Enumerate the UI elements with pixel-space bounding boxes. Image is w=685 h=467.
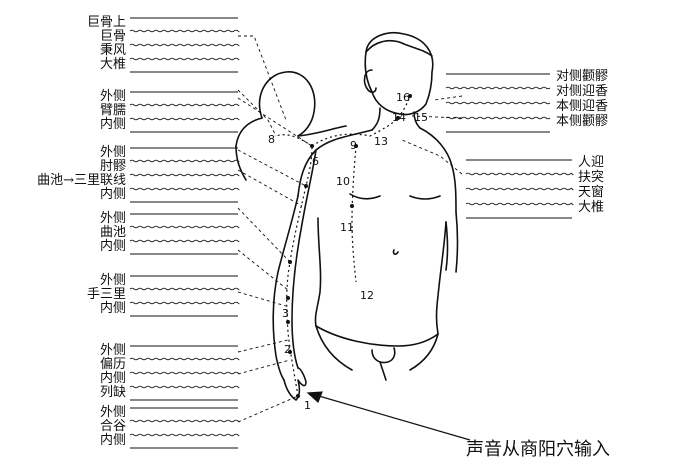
- meter-wave: [130, 226, 239, 228]
- point-number: 12: [360, 290, 374, 301]
- meter-wave: [466, 203, 573, 205]
- left-label: 内侧: [100, 302, 126, 316]
- left-label: 内侧: [100, 434, 126, 448]
- hip-left: [316, 326, 352, 370]
- meter-wave: [130, 188, 239, 190]
- meter-wave: [466, 173, 573, 175]
- right-arm-inner: [446, 222, 448, 270]
- meter-wave: [130, 288, 239, 290]
- meter-wave: [446, 87, 550, 89]
- left-label: 巨骨上: [87, 16, 126, 30]
- meridian-chest: [352, 146, 356, 282]
- right-label: 本侧迎香: [556, 100, 608, 114]
- left-label: 巨骨: [100, 30, 126, 44]
- left-label: 外侧: [100, 212, 126, 226]
- meter-wave: [130, 372, 239, 374]
- torso-left: [315, 218, 320, 326]
- point-number: 10: [336, 176, 350, 187]
- meridian-shoulder: [276, 135, 312, 146]
- left-label: 内侧: [100, 372, 126, 386]
- left-label: 臂臑: [100, 104, 126, 118]
- point-number: 1: [304, 400, 311, 411]
- point-number: 14: [392, 112, 406, 123]
- right-label: 扶突: [578, 171, 604, 185]
- point-number: 2: [284, 344, 291, 355]
- left-hand: [284, 368, 306, 400]
- point-number: 16: [396, 92, 410, 103]
- point-number: 9: [350, 140, 357, 151]
- torso-right: [437, 222, 447, 334]
- left-label: 列缺: [100, 386, 126, 400]
- meter-wave: [446, 117, 550, 119]
- left-label: 外侧: [100, 274, 126, 288]
- point-number: 11: [340, 222, 354, 233]
- left-label: 内侧: [100, 188, 126, 202]
- right-label: 天窗: [578, 186, 604, 200]
- genital: [372, 348, 395, 363]
- chest-line: [350, 194, 440, 199]
- right-label: 对侧迎香: [556, 85, 608, 99]
- meter-wave: [130, 44, 239, 46]
- meter-wave: [130, 174, 239, 176]
- right-label: 本侧颧髎: [556, 115, 608, 129]
- left-label: 肘髎: [100, 160, 126, 174]
- right-label: 对侧颧髎: [556, 70, 608, 84]
- left-label: 大椎: [100, 58, 126, 72]
- waist: [316, 326, 438, 346]
- point-number: 13: [374, 136, 388, 147]
- left-label: 合谷: [100, 420, 126, 434]
- caption-arrow-line: [312, 394, 470, 440]
- left-label: 曲池: [100, 226, 126, 240]
- hair: [366, 41, 432, 56]
- left-label: 手三里: [87, 288, 126, 302]
- meter-wave: [130, 104, 239, 106]
- meter-wave: [130, 358, 239, 360]
- left-label: 偏历: [100, 358, 126, 372]
- meter-wave: [130, 118, 239, 120]
- meter-wave: [130, 30, 239, 32]
- left-label: 外侧: [100, 344, 126, 358]
- point-number: 3: [282, 308, 289, 319]
- meter-wave: [130, 58, 239, 60]
- meter-wave: [446, 102, 550, 104]
- thigh-left: [380, 362, 386, 380]
- back-head-outline: [259, 72, 314, 136]
- left-label: 内侧: [100, 118, 126, 132]
- point-number: 8: [268, 134, 275, 145]
- caption: 声音从商阳穴输入: [466, 440, 610, 460]
- left-label: 曲池→三里联线: [37, 174, 126, 188]
- meter-wave: [130, 240, 239, 242]
- right-label: 人迎: [578, 156, 604, 170]
- left-label: 秉风: [100, 44, 126, 58]
- meter-wave: [466, 188, 573, 190]
- meter-wave: [130, 386, 239, 388]
- right-label: 大椎: [578, 201, 604, 215]
- navel: [393, 250, 398, 254]
- left-arm-inner: [292, 150, 316, 368]
- meter-wave: [130, 420, 239, 422]
- left-label: 外侧: [100, 406, 126, 420]
- meter-wave: [130, 160, 239, 162]
- left-label: 外侧: [100, 146, 126, 160]
- left-label: 内侧: [100, 240, 126, 254]
- meter-wave: [130, 434, 239, 436]
- point-number: 6: [312, 156, 319, 167]
- left-label: 外侧: [100, 90, 126, 104]
- point-number: 15: [414, 112, 428, 123]
- right-arm-outer: [456, 212, 458, 272]
- meter-wave: [130, 302, 239, 304]
- hip-right: [410, 334, 438, 370]
